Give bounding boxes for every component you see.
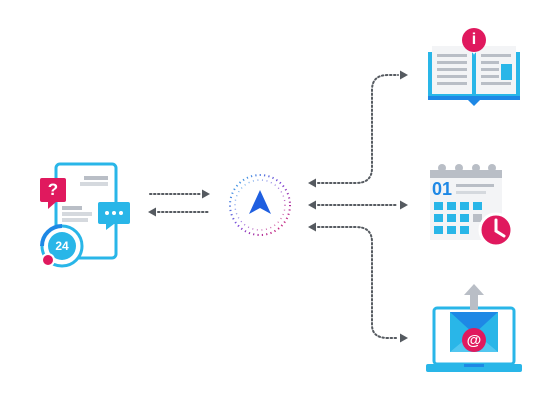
brand-logo-icon bbox=[229, 174, 291, 236]
question-mark-label: ? bbox=[47, 180, 59, 199]
arrow-to-book bbox=[317, 74, 399, 184]
arrow-to-email bbox=[317, 226, 399, 339]
badge-24-label: 24 bbox=[55, 239, 69, 253]
email-laptop: @ bbox=[424, 284, 524, 376]
email-laptop-icon bbox=[426, 284, 522, 372]
calendar-date-label: 01 bbox=[432, 179, 453, 199]
hub-logo bbox=[225, 170, 295, 240]
info-badge-label: i bbox=[471, 31, 477, 48]
knowledge-base-book-icon bbox=[428, 28, 520, 106]
customer-support-illustration: ? 24 bbox=[34, 158, 140, 270]
email-at-label: @ bbox=[466, 332, 482, 349]
knowledge-base-book: i bbox=[424, 26, 524, 108]
calendar-clock-icon bbox=[430, 164, 514, 248]
customer-support-icon bbox=[40, 162, 130, 268]
calendar-scheduler: 01 bbox=[426, 160, 522, 250]
